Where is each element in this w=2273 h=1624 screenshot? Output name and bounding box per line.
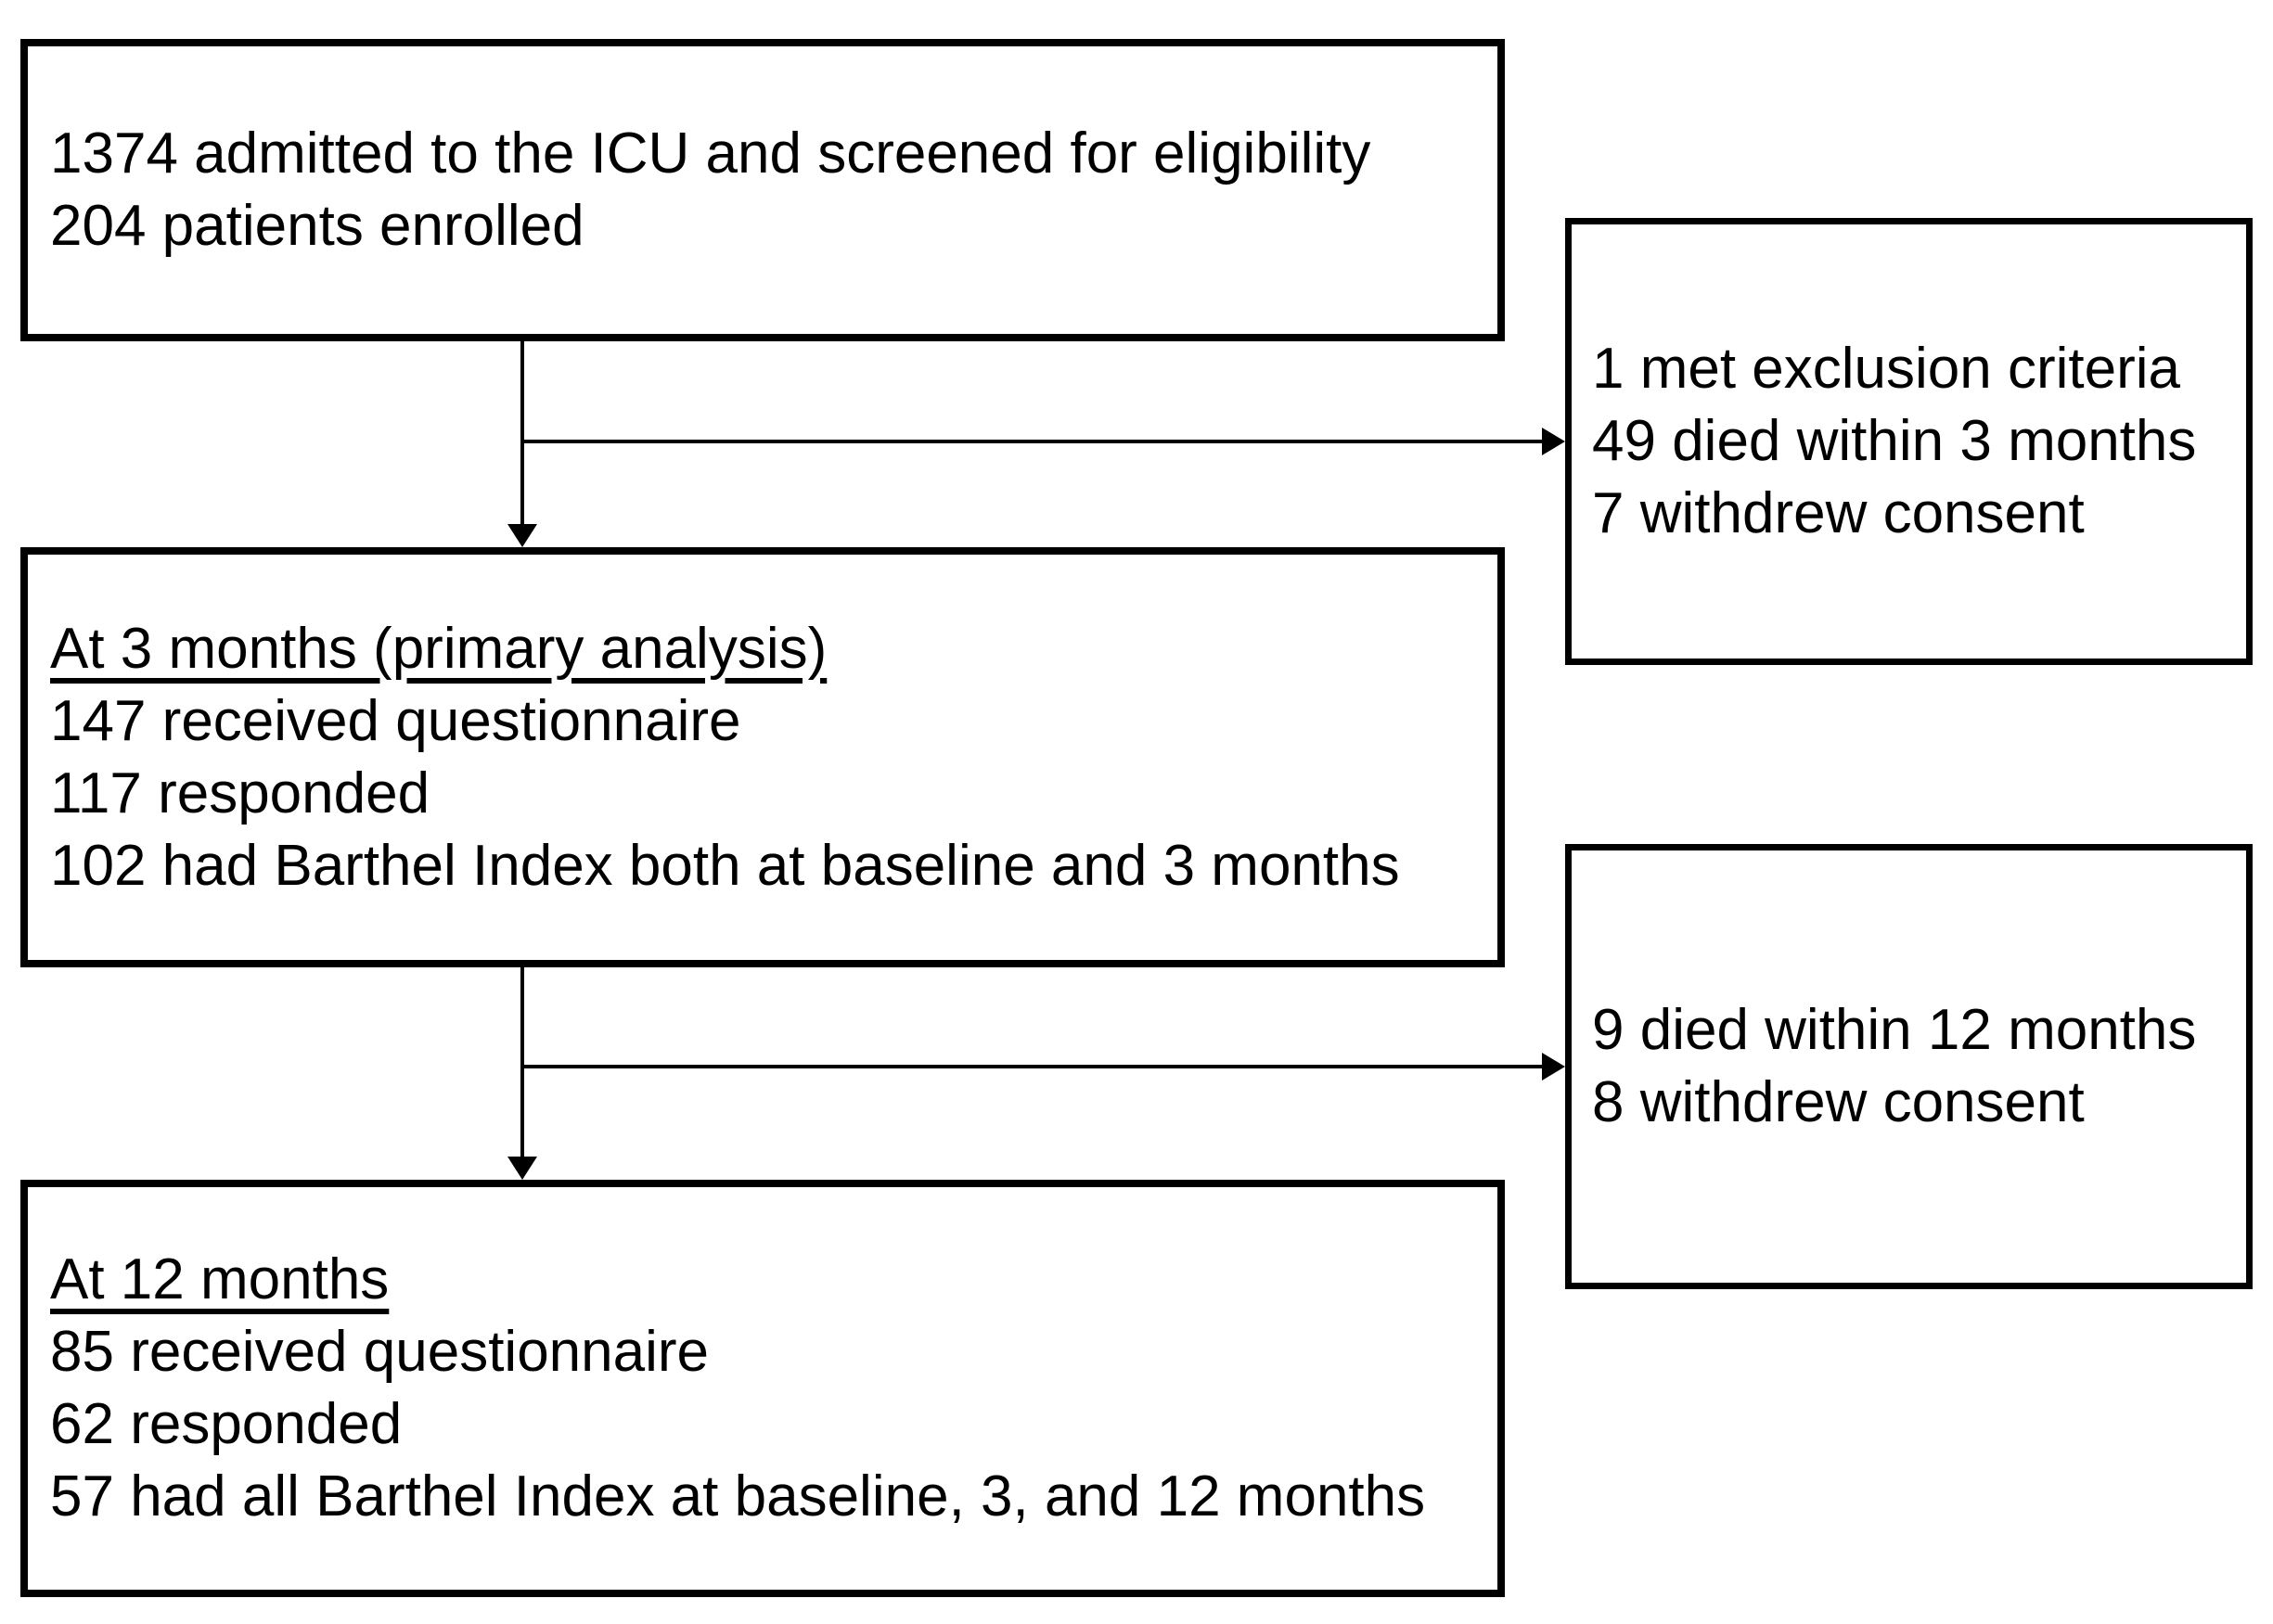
exclusions-12mo-died-text: 9 died within 12 months — [1592, 998, 2197, 1062]
twelve-months-responded-text: 62 responded — [50, 1392, 403, 1456]
arrowhead-down-12mo-icon — [507, 1157, 537, 1180]
connector-branch-exclusions-12mo-line — [522, 1065, 1543, 1068]
connector-enrollment-to-3mo-line — [520, 341, 524, 527]
arrowhead-down-3mo-icon — [507, 524, 537, 547]
three-months-barthel-text: 102 had Barthel Index both at baseline a… — [50, 833, 1400, 898]
enrollment-screened-text: 1374 admitted to the ICU and screened fo… — [50, 121, 1371, 185]
twelve-months-received-text: 85 received questionnaire — [50, 1320, 710, 1384]
box-three-months: At 3 months (primary analysis) 147 recei… — [20, 547, 1505, 967]
arrowhead-right-exclusions-12mo-icon — [1542, 1053, 1565, 1081]
three-months-received-text: 147 received questionnaire — [50, 688, 741, 753]
three-months-responded-text: 117 responded — [50, 761, 430, 825]
enrollment-enrolled-text: 204 patients enrolled — [50, 194, 584, 258]
exclusions-12mo-withdrew-text: 8 withdrew consent — [1592, 1070, 2085, 1134]
box-twelve-months: At 12 months 85 received questionnaire 6… — [20, 1180, 1505, 1597]
twelve-months-barthel-text: 57 had all Barthel Index at baseline, 3,… — [50, 1464, 1426, 1528]
exclusions-3mo-died-text: 49 died within 3 months — [1592, 409, 2197, 473]
arrowhead-right-exclusions-3mo-icon — [1542, 428, 1565, 455]
connector-branch-exclusions-3mo-line — [522, 440, 1543, 443]
connector-3mo-to-12mo-line — [520, 967, 524, 1158]
box-exclusions-12mo: 9 died within 12 months 8 withdrew conse… — [1565, 844, 2253, 1289]
box-exclusions-3mo: 1 met exclusion criteria 49 died within … — [1565, 218, 2253, 665]
exclusions-3mo-withdrew-text: 7 withdrew consent — [1592, 481, 2085, 545]
box-enrollment: 1374 admitted to the ICU and screened fo… — [20, 39, 1505, 341]
twelve-months-heading: At 12 months — [50, 1247, 390, 1311]
exclusions-3mo-criteria-text: 1 met exclusion criteria — [1592, 337, 2181, 401]
three-months-heading: At 3 months (primary analysis) — [50, 616, 828, 681]
